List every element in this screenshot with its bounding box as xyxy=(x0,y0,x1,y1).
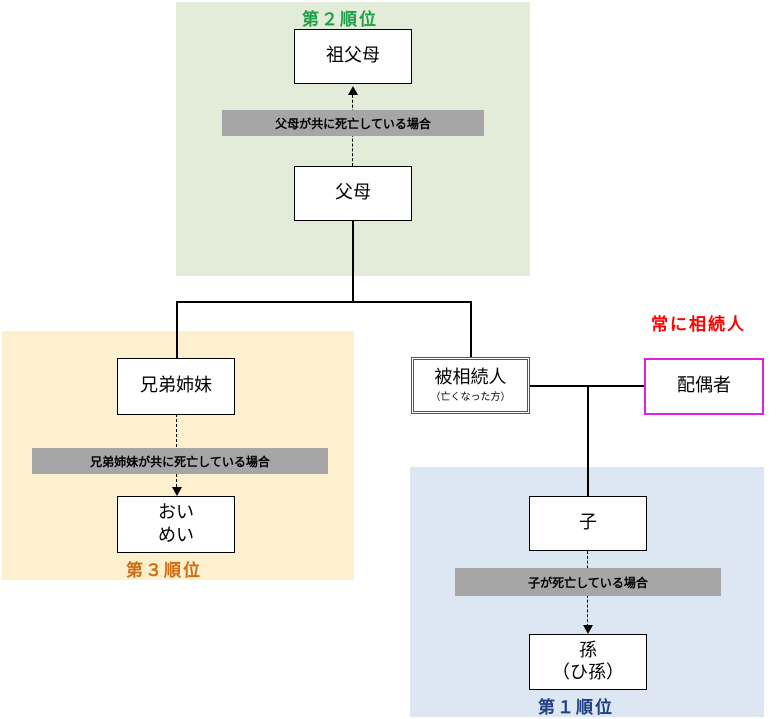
second-rank-label: 第２順位 xyxy=(302,10,378,30)
spouse-box: 配偶者 xyxy=(644,358,764,415)
grandparents-box: 祖父母 xyxy=(294,29,412,84)
decedent-label: 被相続人 xyxy=(434,366,507,388)
grandparents-label: 祖父母 xyxy=(326,45,380,67)
first-rank-label: 第１順位 xyxy=(538,698,614,718)
child-branch-line xyxy=(587,385,589,496)
siblings-deceased-banner: 兄弟姉妹が共に死亡している場合 xyxy=(32,448,328,474)
siblings-up-line xyxy=(176,301,178,359)
parents-deceased-banner: 父母が共に死亡している場合 xyxy=(222,110,484,136)
grandchild-box: 孫 （ひ孫） xyxy=(529,634,647,690)
parents-down-line xyxy=(352,220,354,303)
child-box: 子 xyxy=(529,496,647,551)
niece-label: めい xyxy=(158,524,194,546)
nephew-arrow xyxy=(172,487,182,496)
great-grandchild-label: （ひ孫） xyxy=(552,662,624,683)
decedent-spouse-hline xyxy=(529,385,644,387)
child-label: 子 xyxy=(579,512,597,534)
decedent-note: （亡くなった方） xyxy=(430,392,511,403)
parents-label: 父母 xyxy=(335,182,371,204)
third-rank-label: 第３順位 xyxy=(126,561,202,581)
grandchild-label: 孫 xyxy=(579,639,597,661)
siblings-decedent-hline xyxy=(176,301,472,303)
child-deceased-banner: 子が死亡している場合 xyxy=(455,568,721,596)
parents-box: 父母 xyxy=(294,166,412,221)
siblings-box: 兄弟姉妹 xyxy=(117,358,235,415)
decedent-up-line xyxy=(470,301,472,357)
always-heir-label: 常に相続人 xyxy=(651,315,746,335)
decedent-box: 被相続人 （亡くなった方） xyxy=(411,357,530,414)
siblings-label: 兄弟姉妹 xyxy=(140,375,212,397)
nephew-niece-box: おい めい xyxy=(117,496,235,553)
grandparents-arrow xyxy=(348,86,358,95)
grandchild-arrow xyxy=(583,625,593,634)
nephew-label: おい xyxy=(158,502,194,523)
spouse-label: 配偶者 xyxy=(677,375,731,397)
